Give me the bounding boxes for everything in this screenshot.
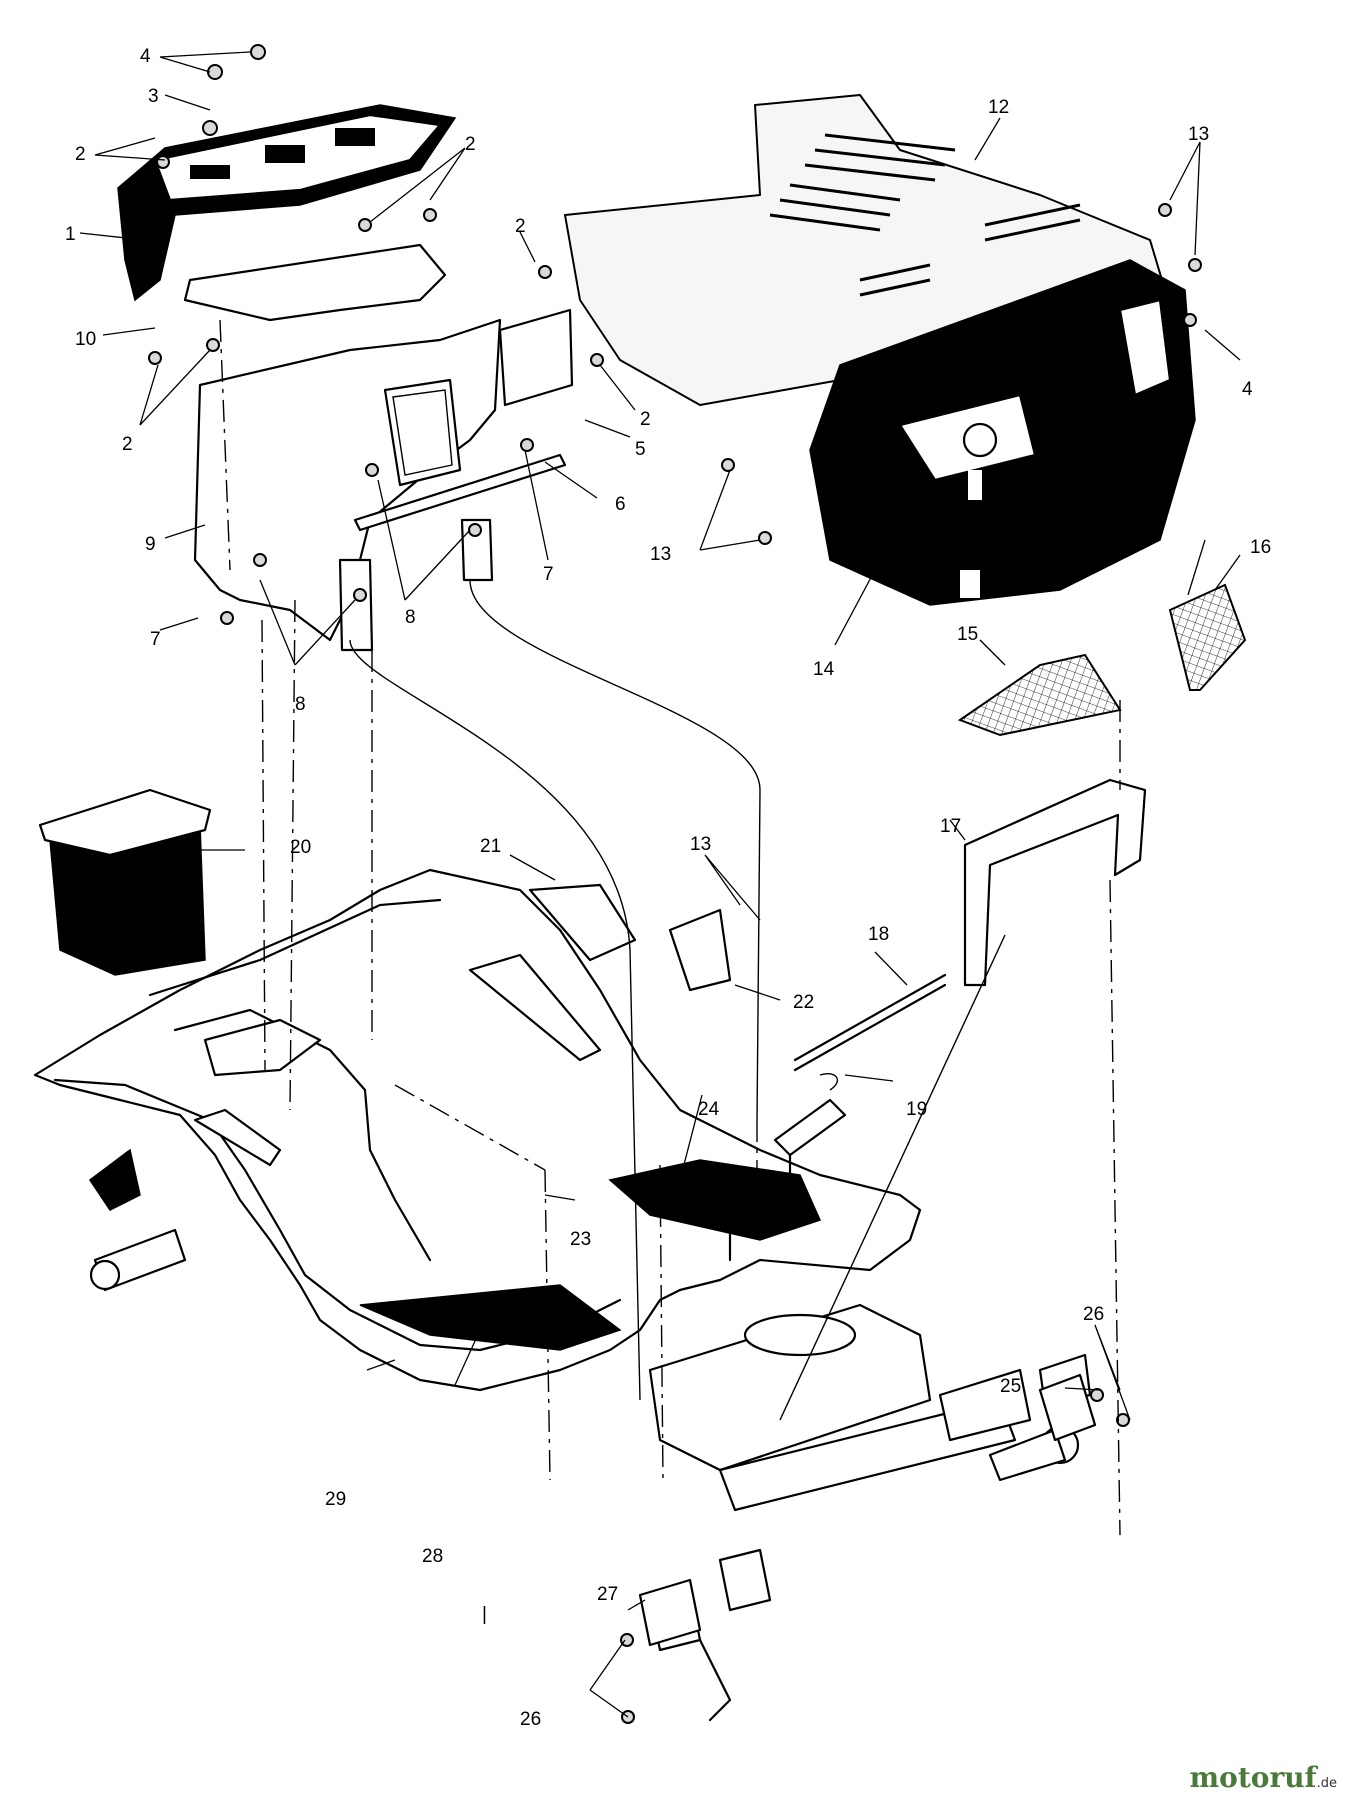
reference-lines: [219, 319, 1121, 1536]
pivot-rod: [793, 973, 947, 1091]
callout-20: 20: [290, 837, 311, 858]
callout-1: 1: [65, 224, 76, 245]
callout-17: 17: [940, 816, 961, 837]
callout-25: 25: [1000, 1376, 1021, 1397]
screw-set-hood: [721, 203, 1202, 545]
callout-8b: 8: [295, 694, 306, 715]
callout-22: 22: [793, 992, 814, 1013]
front-axle-left: [88, 1148, 187, 1292]
callout-labels: 4 3 2 2 1 10 2 2 2 5 6 9 7 7 8 8 12 13 4…: [65, 46, 1271, 1730]
watermark-name: motoruf: [1189, 1761, 1317, 1794]
callout-5: 5: [635, 439, 646, 460]
callout-16: 16: [1250, 537, 1271, 558]
callout-21: 21: [480, 836, 501, 857]
callout-2c: 2: [122, 434, 133, 455]
callout-2b: 2: [465, 134, 476, 155]
figure-marker: |: [482, 1604, 487, 1625]
mount-bracket-left: [620, 1578, 702, 1724]
callout-10: 10: [75, 329, 96, 350]
hood-support-bracket: [963, 778, 1147, 987]
callout-leaders: [79, 51, 1241, 1718]
mount-bracket-right: [1038, 1373, 1130, 1442]
callout-13c: 13: [690, 834, 711, 855]
frame-assembly: [648, 1303, 1092, 1722]
callout-29: 29: [325, 1489, 346, 1510]
dash-top-panel: [117, 104, 457, 302]
callout-4b: 4: [1242, 379, 1253, 400]
dash-bracket: [183, 243, 567, 652]
callout-23: 23: [570, 1229, 591, 1250]
callout-2e: 2: [640, 409, 651, 430]
callout-26a: 26: [1083, 1304, 1104, 1325]
dash-side-plate: [498, 308, 574, 407]
callout-19: 19: [906, 1099, 927, 1120]
callout-4a: 4: [140, 46, 151, 67]
callout-13b: 13: [650, 544, 671, 565]
callout-8a: 8: [405, 607, 416, 628]
callout-26b: 26: [520, 1709, 541, 1730]
callout-6: 6: [615, 494, 626, 515]
grille-insert-right: [1168, 583, 1247, 691]
callout-14: 14: [813, 659, 835, 680]
callout-2d: 2: [515, 216, 526, 237]
callout-24: 24: [698, 1099, 720, 1120]
callout-28: 28: [422, 1546, 443, 1567]
callout-2a: 2: [75, 144, 86, 165]
callout-15: 15: [957, 624, 978, 645]
callout-27: 27: [597, 1584, 618, 1605]
callout-13a: 13: [1188, 124, 1209, 145]
callout-12: 12: [988, 97, 1009, 118]
hood-assembly: [564, 94, 1196, 606]
battery-tray: [38, 788, 212, 976]
watermark-logo: motoruf.de: [1190, 1761, 1337, 1794]
callout-9: 9: [145, 534, 156, 555]
callout-18: 18: [868, 924, 889, 945]
grille-insert-left: [957, 653, 1122, 737]
callout-7b: 7: [150, 629, 161, 650]
callout-3: 3: [148, 86, 159, 107]
callout-7a: 7: [543, 564, 554, 585]
watermark-tld: .de: [1316, 1776, 1337, 1791]
body-fender: [33, 868, 922, 1392]
pedal-lever: [728, 1098, 847, 1262]
